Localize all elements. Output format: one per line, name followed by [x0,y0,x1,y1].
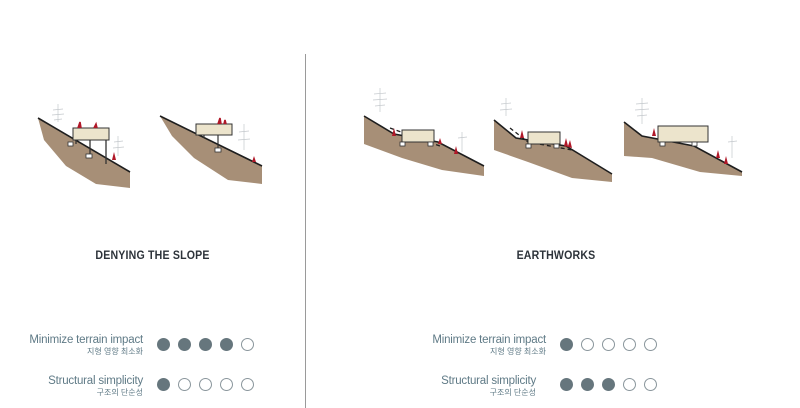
sketch-cantilever-on-slope [159,115,263,184]
rating-dot-empty [178,378,191,391]
rating-dot-filled [602,378,615,391]
rating-dot-empty [623,338,636,351]
rating-dot-filled [220,338,233,351]
rating-dot-empty [602,338,615,351]
sketch-stilts-on-slope [37,104,131,188]
rating-dots [157,378,254,391]
panel-title: EARTHWORKS [516,250,596,262]
criterion-terrain-impact: Minimize terrain impact 지형 영향 최소화 [0,334,143,357]
sketch-cut-and-fill-1 [363,88,485,176]
rating-dot-empty [644,338,657,351]
sketch-cut-and-fill-2 [493,98,613,182]
criterion-structural-simplicity: Structural simplicity 구조의 단순성 [306,375,536,398]
rating-dot-empty [644,378,657,391]
rating-dot-empty [220,378,233,391]
rating-dots [560,338,657,351]
panel-title: DENYING THE SLOPE [95,250,210,262]
rating-dot-filled [178,338,191,351]
criterion-sublabel: 구조의 단순성 [96,388,143,397]
criterion-terrain-impact: Minimize terrain impact 지형 영향 최소화 [306,334,546,357]
criterion-label: Minimize terrain impact [432,334,546,346]
sketch-cut-and-fill-3 [623,98,743,176]
criterion-label: Minimize terrain impact [29,334,143,346]
rating-dot-empty [199,378,212,391]
panel-denying-the-slope: DENYING THE SLOPE Minimize terrain impac… [0,0,305,408]
panel-divider [305,54,306,408]
rating-dot-empty [241,378,254,391]
rating-dot-filled [560,338,573,351]
criterion-label: Structural simplicity [441,375,536,387]
rating-dot-filled [581,378,594,391]
panel-earthworks: EARTHWORKS Minimize terrain impact 지형 영향… [306,0,800,408]
rating-dot-empty [241,338,254,351]
criterion-structural-simplicity: Structural simplicity 구조의 단순성 [0,375,143,398]
rating-dots [560,378,657,391]
criterion-sublabel: 구조의 단순성 [489,388,536,397]
rating-dot-empty [623,378,636,391]
criterion-label: Structural simplicity [48,375,143,387]
rating-dot-filled [157,338,170,351]
rating-dots [157,338,254,351]
rating-dot-filled [560,378,573,391]
criterion-sublabel: 지형 영향 최소화 [490,347,546,356]
rating-dot-filled [199,338,212,351]
rating-dot-empty [581,338,594,351]
criterion-sublabel: 지형 영향 최소화 [87,347,143,356]
rating-dot-filled [157,378,170,391]
